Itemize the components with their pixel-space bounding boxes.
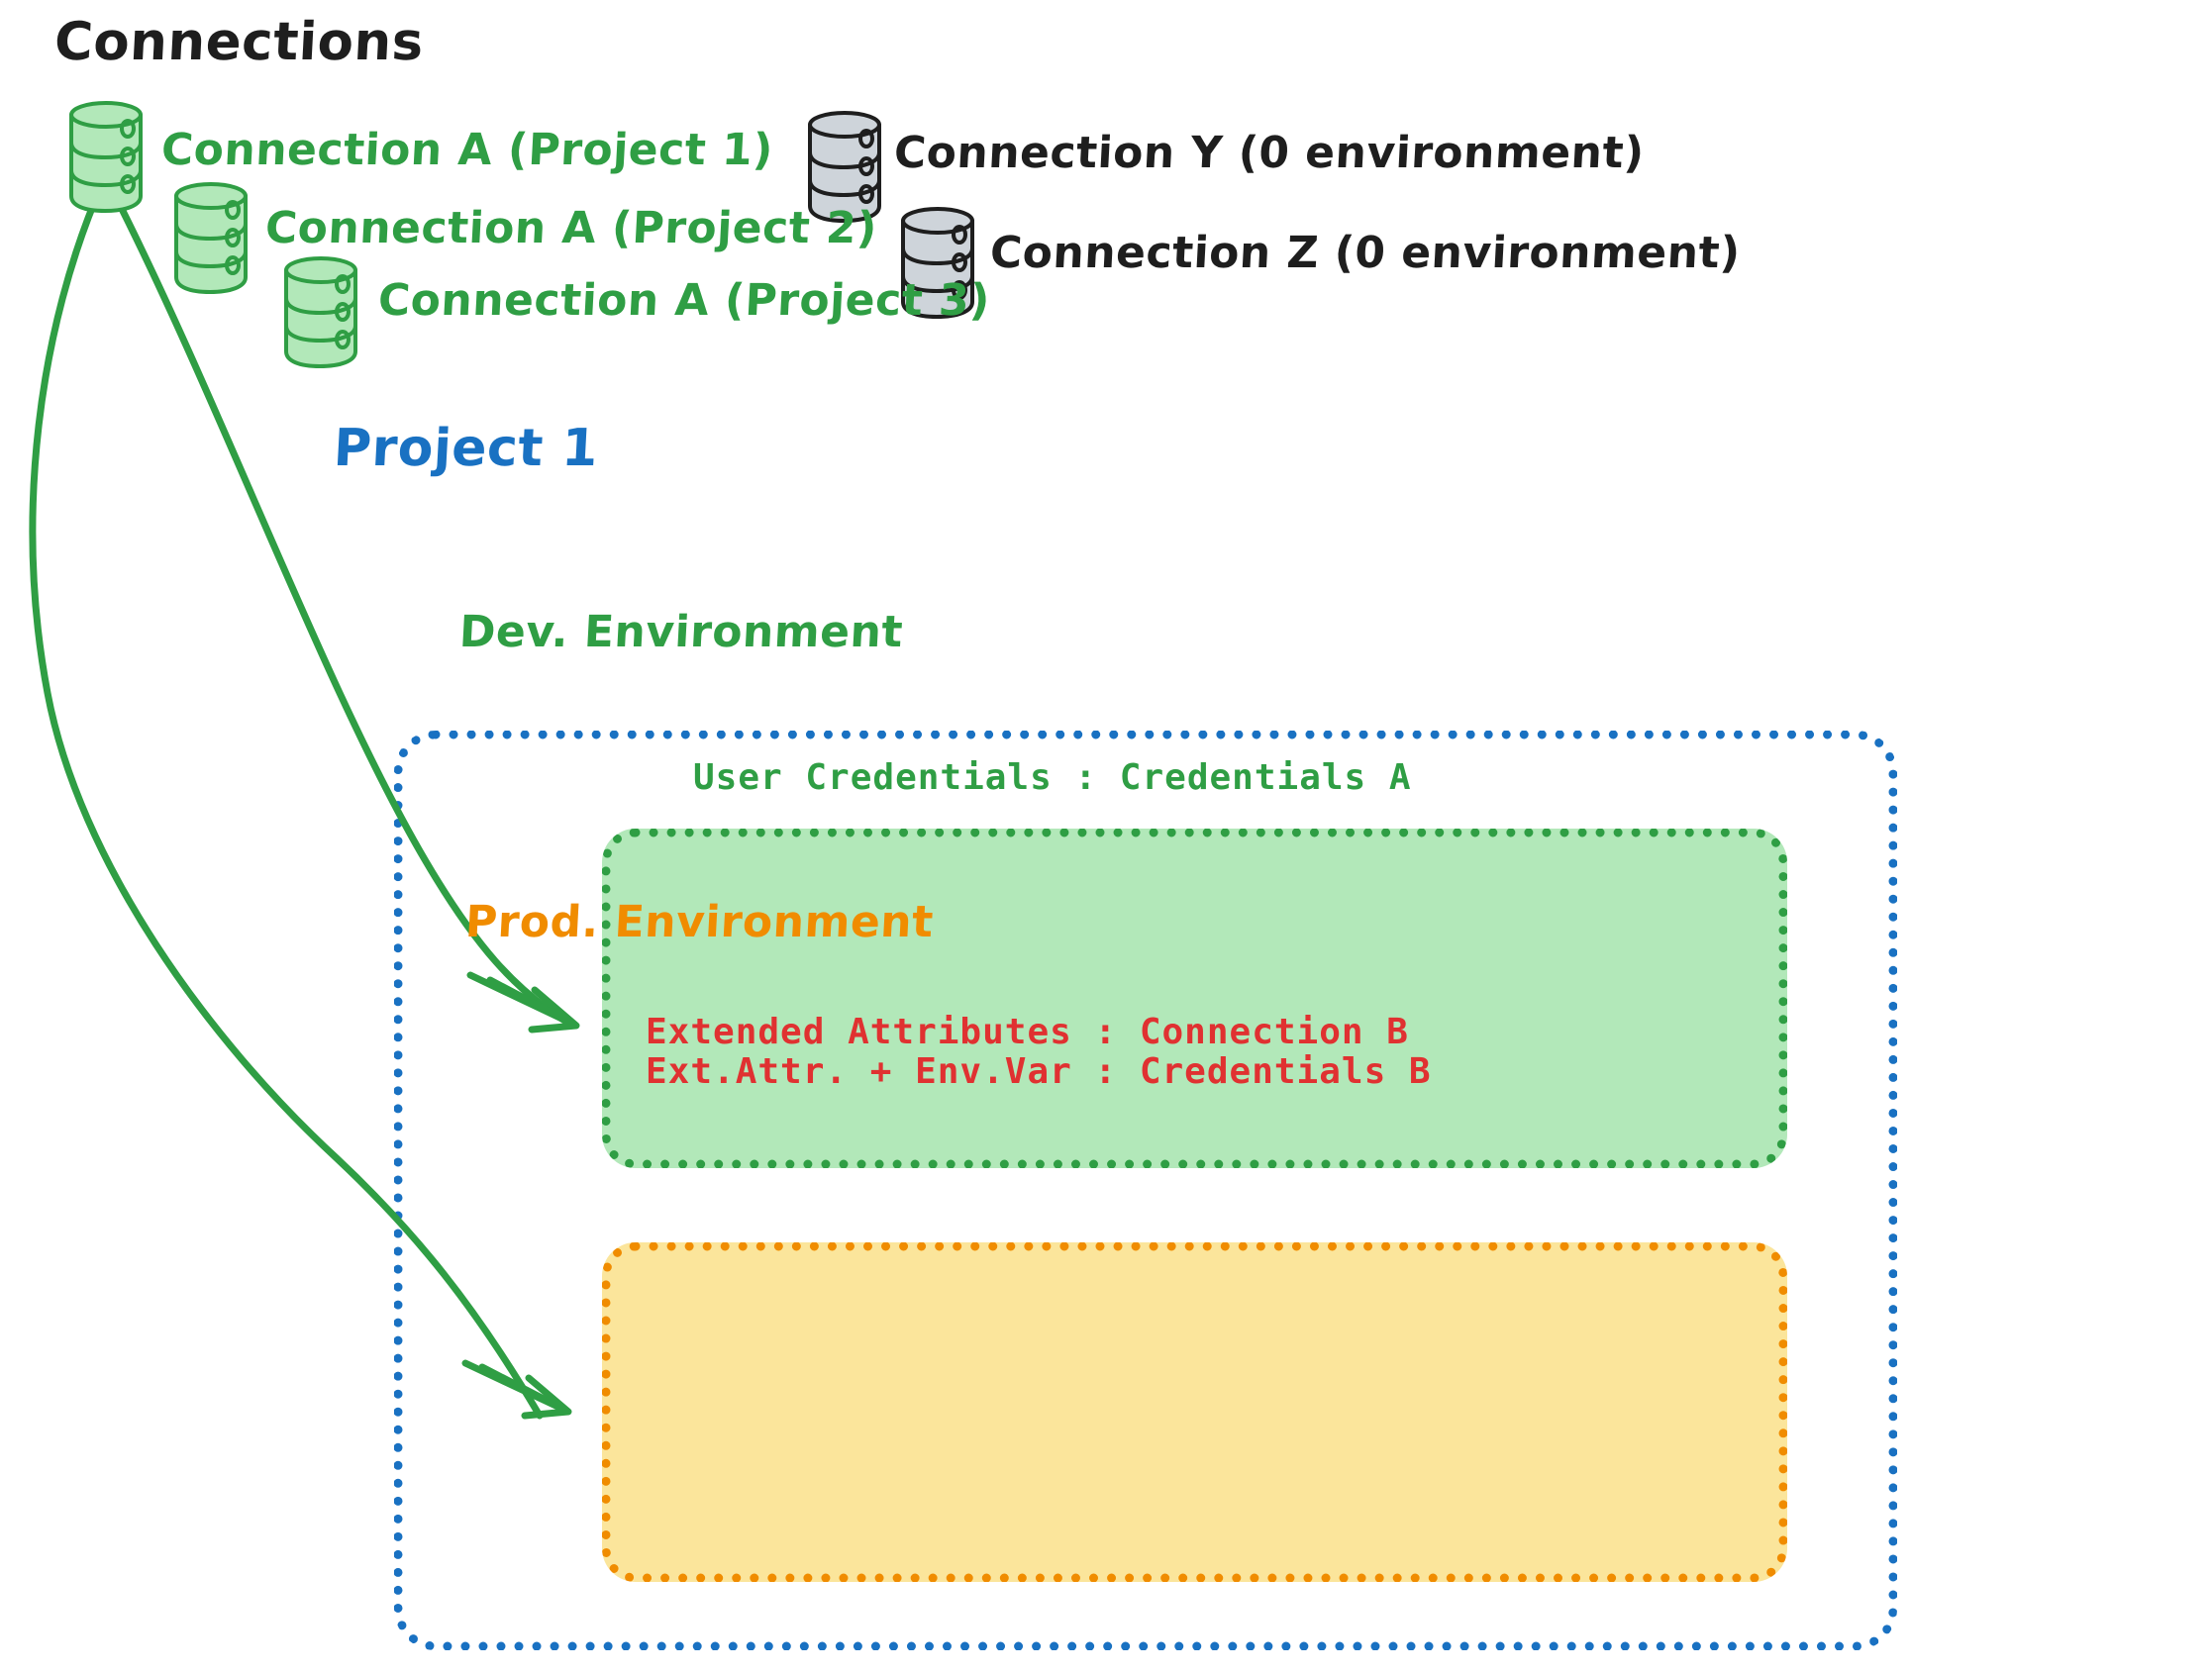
database-icon-connection-a-project-2[interactable] xyxy=(170,178,261,295)
connection-a-project-2-label: Connection A (Project 2) xyxy=(263,203,879,253)
prod-environment-entry-ext-attr-env-var: Ext.Attr. + Env.Var : Credentials B xyxy=(646,1051,1432,1092)
page-title: Connections xyxy=(52,12,426,72)
prod-environment-title: Prod. Environment xyxy=(463,897,935,947)
prod-environment-box xyxy=(602,1242,1787,1582)
dev-environment-box xyxy=(602,829,1787,1168)
connection-a-project-1-label: Connection A (Project 1) xyxy=(159,125,775,175)
database-icon-connection-a-project-3[interactable] xyxy=(280,252,371,369)
database-icon-connection-a-project-1[interactable] xyxy=(65,97,156,214)
connection-a-project-3-label: Connection A (Project 3) xyxy=(376,275,992,326)
connection-z-label: Connection Z (0 environment) xyxy=(988,228,1743,278)
database-icon-connection-z[interactable] xyxy=(897,203,988,320)
dev-environment-title: Dev. Environment xyxy=(457,607,905,657)
connection-y-label: Connection Y (0 environment) xyxy=(892,128,1646,178)
prod-environment-entry-extended-attributes: Extended Attributes : Connection B xyxy=(646,1012,1409,1052)
dev-environment-entry-user-credentials: User Credentials : Credentials A xyxy=(693,757,1412,798)
database-icon-connection-y[interactable] xyxy=(804,107,895,224)
project-1-title: Project 1 xyxy=(332,419,600,478)
